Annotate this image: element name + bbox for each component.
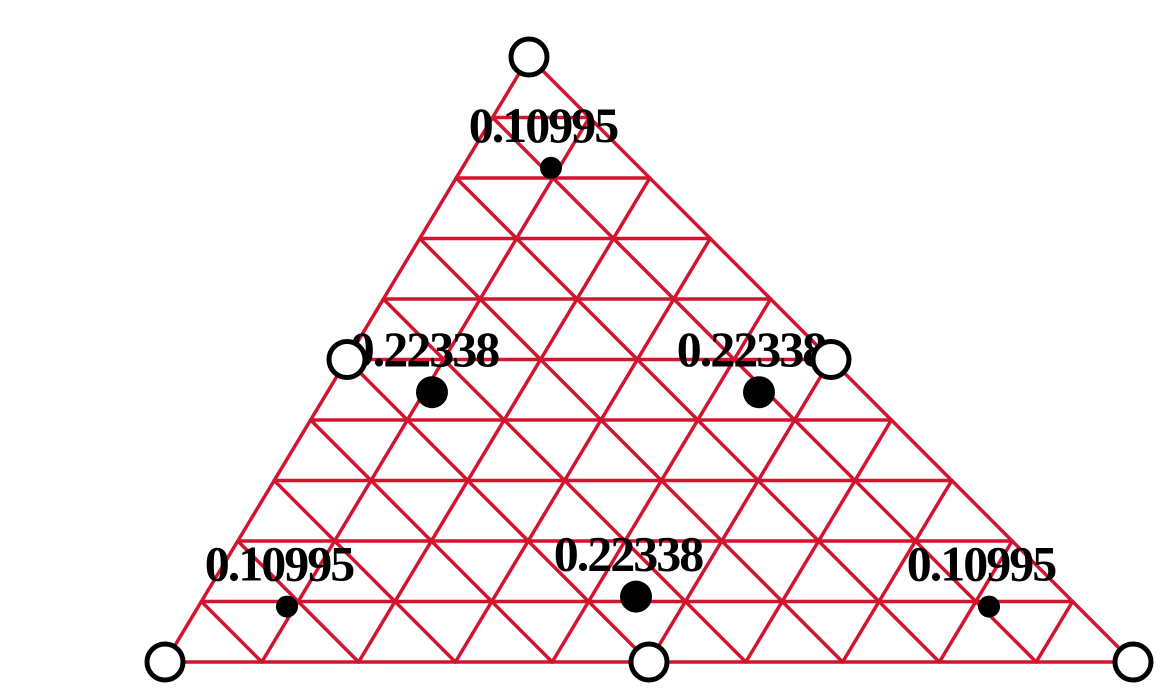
grid-line-diagonal-b [308, 418, 554, 664]
quadrature-point-bottom-left [275, 595, 298, 618]
grid-line-diagonal-a [1034, 599, 1075, 664]
grid-line-diagonal-a [453, 236, 712, 664]
grid-line-diagonal-b [272, 478, 458, 664]
node-midpoint-right [810, 339, 852, 380]
weight-labels: 0.10995 0.22338 0.22338 0.10995 0.22338 0.109… [205, 97, 1059, 592]
weight-label-left: 0.22338 [350, 321, 500, 377]
quadrature-point-right [743, 376, 775, 409]
grid-line-diagonal-b [236, 539, 361, 664]
weight-label-bottom-right: 0.10995 [907, 536, 1057, 592]
quadrature-point-top [539, 156, 562, 179]
node-midpoint-bottom [628, 641, 670, 683]
grid-line-diagonal-a [744, 418, 894, 664]
grid-line-diagonal-b [345, 357, 651, 664]
quadrature-point-left [415, 376, 448, 409]
node-vertex-bottom-right [1112, 641, 1154, 683]
grid-line-diagonal-a [937, 539, 1014, 664]
quadrature-point-bottom-right [978, 595, 1001, 618]
weight-label-top: 0.10995 [469, 97, 619, 153]
grid-line-diagonal-b [199, 599, 264, 664]
weight-label-bottom-middle: 0.22338 [554, 526, 704, 582]
node-vertex-bottom-left [144, 641, 186, 683]
grid-line-diagonal-a [647, 357, 833, 664]
node-midpoint-left [326, 339, 368, 380]
grid-line-diagonal-b [418, 236, 845, 664]
quadrature-point-bottom-middle [620, 580, 653, 613]
element-nodes [144, 36, 1154, 683]
node-vertex-top [508, 36, 550, 78]
grid-line-diagonal-a [840, 478, 954, 664]
quadrature-points [275, 156, 1001, 618]
weight-label-right: 0.22338 [677, 321, 827, 377]
weight-label-bottom-left: 0.10995 [205, 536, 355, 592]
